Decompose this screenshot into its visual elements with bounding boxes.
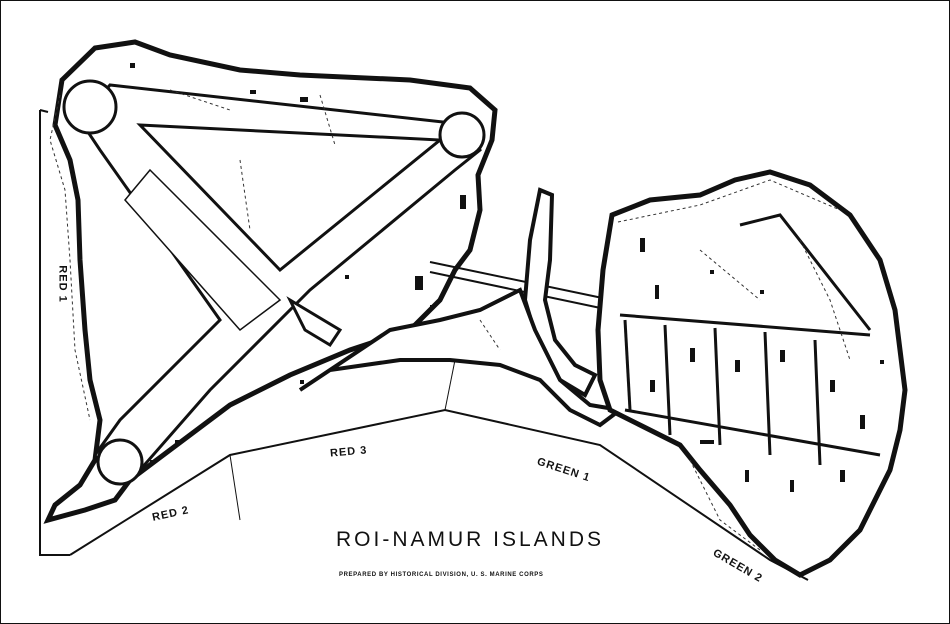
runway-turnaround-nw bbox=[62, 79, 118, 135]
namur-island bbox=[595, 169, 908, 578]
runway-turnaround-s bbox=[96, 438, 144, 486]
map-credit: PREPARED BY HISTORICAL DIVISION, U. S. M… bbox=[339, 572, 544, 578]
beach-boundary-lines bbox=[39, 109, 70, 556]
buildings bbox=[130, 63, 884, 492]
south-shore bbox=[298, 287, 625, 428]
trails bbox=[169, 89, 851, 551]
runway-turnaround-ne bbox=[438, 111, 486, 159]
namur-roads bbox=[619, 213, 881, 466]
beach-label-red-1: RED 1 bbox=[56, 265, 69, 303]
map-title: ROI-NAMUR ISLANDS bbox=[336, 528, 605, 551]
